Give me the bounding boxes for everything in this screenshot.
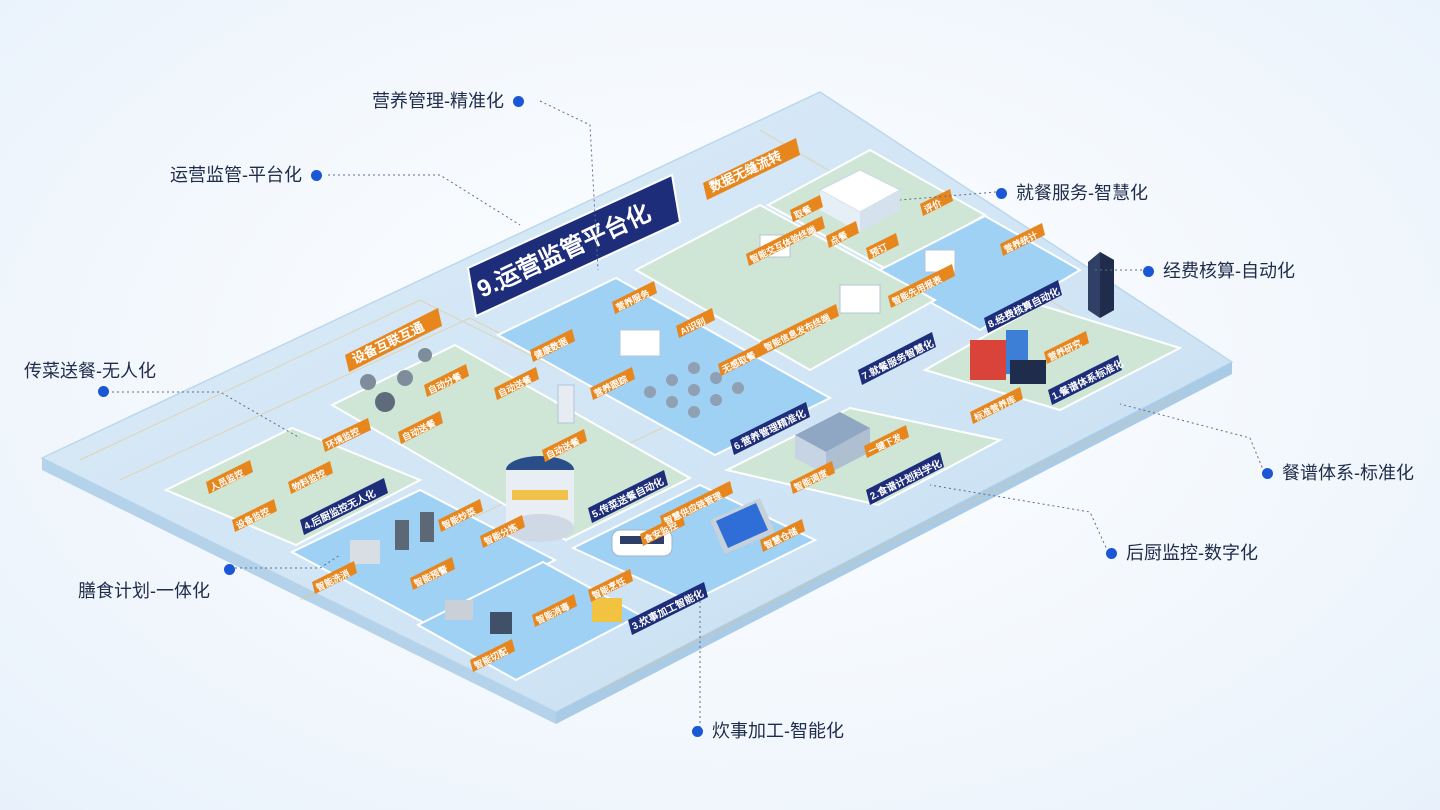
callout-dot (98, 386, 109, 397)
callout-dot (224, 564, 235, 575)
callout-recipe-text: 餐谱体系-标准化 (1282, 463, 1414, 483)
callout-dining-text: 就餐服务-智慧化 (1016, 183, 1148, 203)
callout-cooking-text: 炊事加工-智能化 (712, 721, 844, 741)
callout-nutrition: 营养管理-精准化 (372, 90, 524, 112)
callout-kitchen-text: 后厨监控-数字化 (1126, 543, 1258, 563)
callout-cooking: 炊事加工-智能化 (692, 720, 844, 742)
callout-dining: 就餐服务-智慧化 (996, 182, 1148, 204)
platform-edge-right (556, 362, 1232, 724)
callout-dot (996, 188, 1007, 199)
callout-delivery: 传菜送餐-无人化 (24, 360, 156, 397)
platform-edge-left (42, 458, 556, 724)
callout-dot (1143, 266, 1154, 277)
callout-dot (311, 170, 322, 181)
callout-recipe: 餐谱体系-标准化 (1262, 462, 1414, 484)
callout-meal-plan: 膳食计划-一体化 (78, 564, 235, 602)
callout-delivery-text: 传菜送餐-无人化 (24, 361, 156, 381)
callout-meal-plan-text: 膳食计划-一体化 (78, 581, 210, 601)
zone-z8 (873, 214, 1082, 332)
zone-z6 (495, 276, 833, 457)
callout-dot (1262, 468, 1273, 479)
callout-dot (1106, 548, 1117, 559)
callout-funding: 经费核算-自动化 (1143, 260, 1295, 282)
callout-operations: 运营监管-平台化 (170, 164, 322, 186)
callout-kitchen: 后厨监控-数字化 (1106, 542, 1258, 564)
leader-lines (102, 100, 1265, 728)
zone-z5 (329, 343, 693, 542)
callout-dot (513, 96, 524, 107)
callout-dot (692, 726, 703, 737)
zone-z7 (633, 203, 938, 372)
callout-operations-text: 运营监管-平台化 (170, 165, 302, 185)
callout-nutrition-text: 营养管理-精准化 (372, 91, 504, 111)
callout-funding-text: 经费核算-自动化 (1163, 261, 1295, 281)
equipment-blocks (350, 169, 1114, 634)
